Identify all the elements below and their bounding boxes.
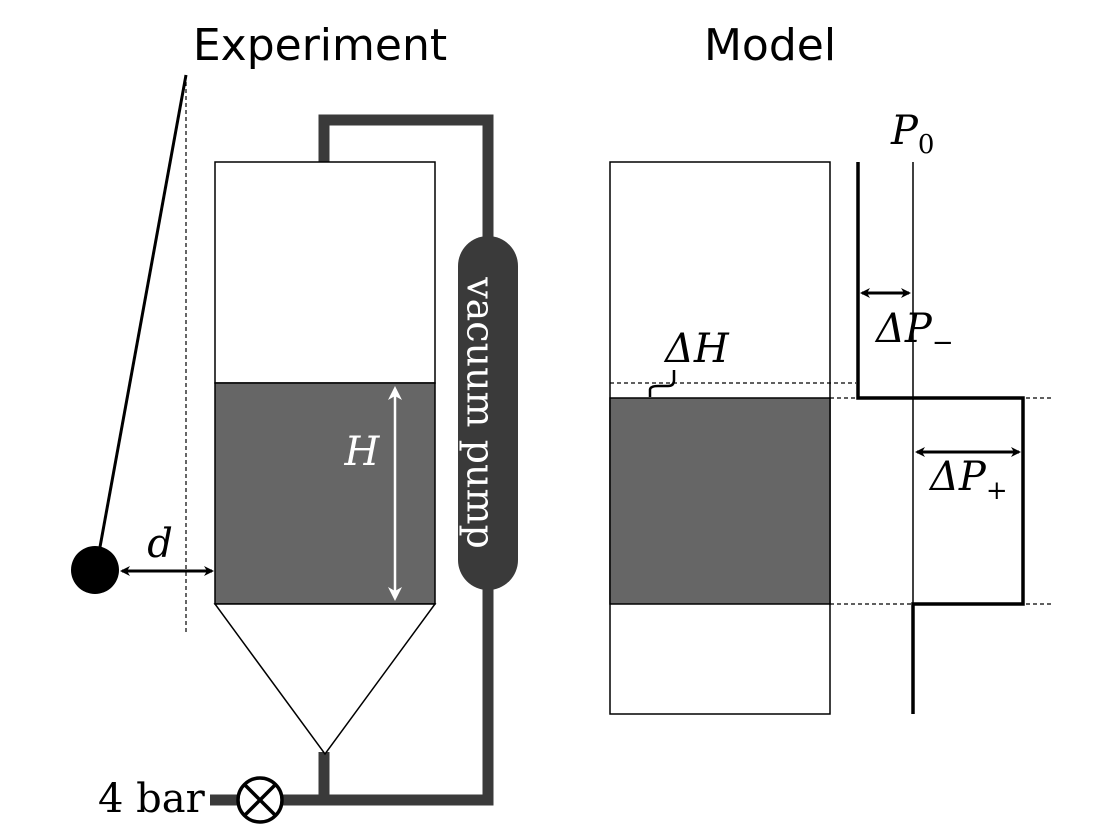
model-granular-column (609, 397, 831, 605)
delta-p-minus-subscript: − (932, 328, 954, 358)
delta-p-minus-label: ΔP− (874, 306, 954, 358)
delta-h-label: ΔH (663, 326, 730, 372)
pendulum-bob-icon (71, 546, 119, 594)
height-label: H (344, 429, 381, 475)
pump-piping (210, 114, 494, 806)
delta-p-plus-subscript: + (986, 476, 1008, 506)
silo-container (213, 161, 437, 756)
experiment-heading: Experiment (193, 20, 447, 71)
model-heading: Model (704, 20, 836, 71)
delta-p-minus-symbol: ΔP (874, 306, 933, 352)
pressure-supply-label: 4 bar (98, 776, 206, 822)
valve-icon (236, 776, 284, 824)
model-column (609, 161, 856, 715)
silo-cone (213, 603, 437, 756)
vacuum-pump: vacuum pump (458, 236, 518, 590)
vacuum-pump-label: vacuum pump (459, 276, 503, 549)
p0-symbol: P (890, 108, 919, 154)
pendulum-string (96, 74, 188, 559)
delta-p-plus-label: ΔP+ (928, 454, 1008, 506)
delta-p-plus-symbol: ΔP (928, 454, 987, 500)
pressure-curve (856, 162, 1025, 714)
delta-h-brace (648, 370, 676, 397)
p0-subscript: 0 (918, 130, 935, 160)
pressure-profile (830, 162, 1052, 714)
distance-label: d (147, 521, 173, 567)
p0-label: P0 (890, 108, 934, 160)
pendulum (71, 74, 188, 632)
granular-column (214, 382, 436, 605)
